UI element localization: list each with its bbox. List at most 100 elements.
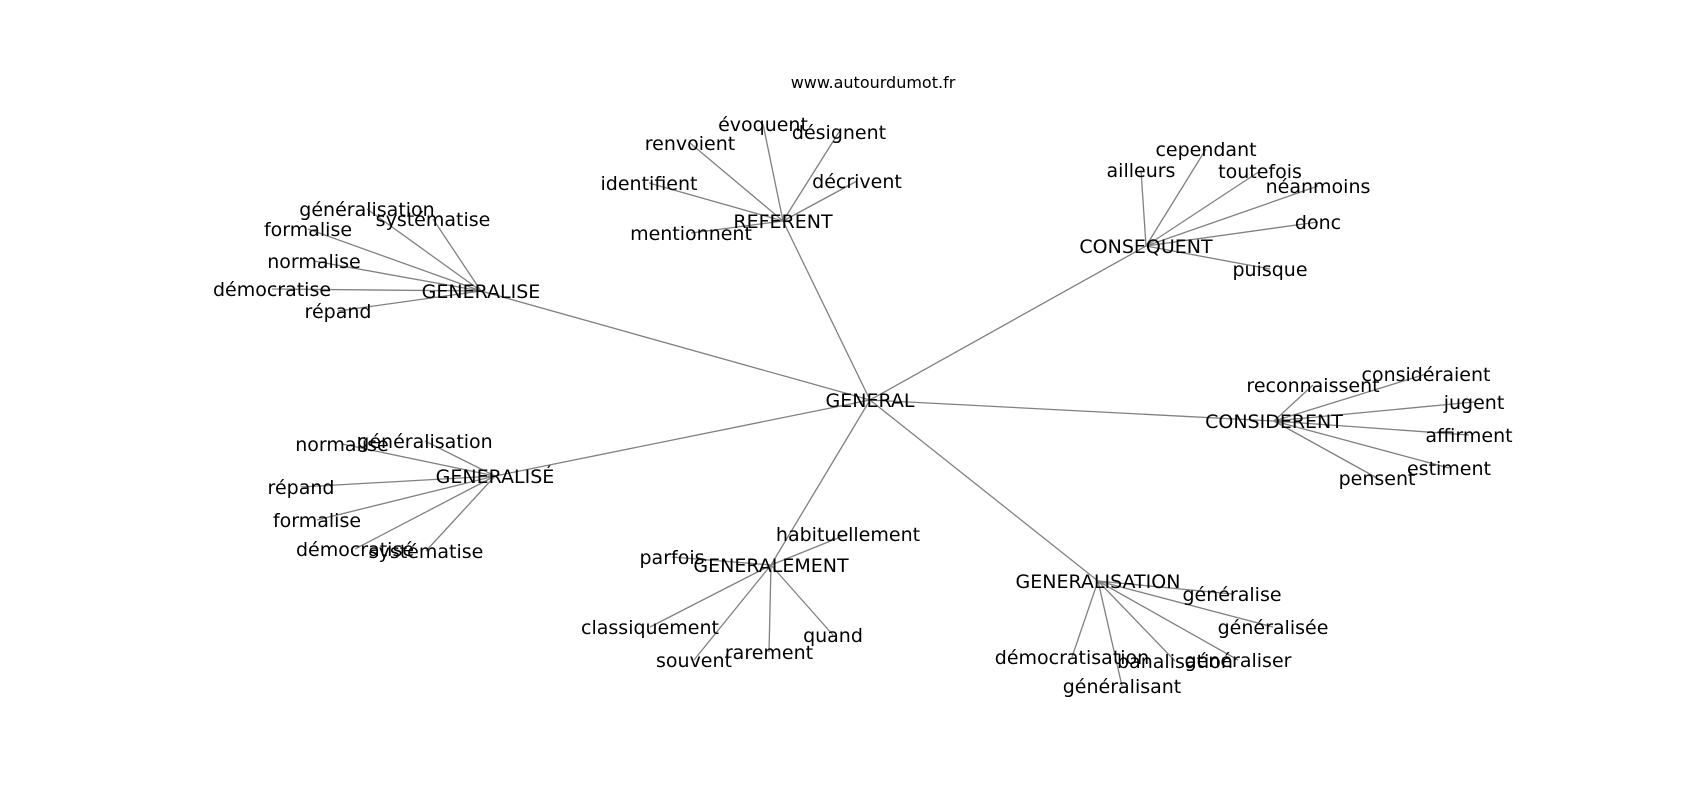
edge-consequent-leaf [1145, 148, 1207, 247]
edge-center-consequent [869, 245, 1147, 401]
edge-generalise_acc-leaf [354, 475, 496, 550]
leaf-node-label[interactable]: généralisée [1218, 617, 1329, 639]
edge-referent-leaf [689, 142, 784, 222]
leaf-node-label[interactable]: mentionnent [630, 223, 752, 245]
edge-generalise_acc-leaf [300, 475, 496, 488]
edge-consequent-leaf [1140, 169, 1147, 247]
leaf-node-label[interactable]: formalise [273, 510, 361, 532]
leaf-node-label[interactable]: généralisation [357, 431, 492, 453]
leaf-node-label[interactable]: répand [268, 477, 335, 499]
edge-center-referent [782, 220, 871, 401]
edge-referent-leaf [648, 182, 784, 222]
edge-center-generalisation [869, 399, 1099, 582]
edge-generalisation-leaf [1097, 580, 1123, 687]
edge-considerent-leaf [1273, 373, 1427, 422]
leaf-node-label[interactable]: formalise [264, 219, 352, 241]
leaf-node-label[interactable]: généraliser [1185, 650, 1292, 672]
edge-center-generalement [770, 399, 871, 566]
source-label: www.autourdumot.fr [791, 73, 956, 92]
leaf-node-label[interactable]: estiment [1407, 458, 1491, 480]
edge-considerent-leaf [1273, 384, 1314, 422]
leaf-node-label[interactable]: normalise [267, 251, 360, 273]
edge-referent-leaf [782, 131, 840, 222]
leaf-node-label[interactable]: décrivent [812, 171, 902, 193]
edge-generalement-leaf [649, 564, 772, 628]
edge-generalise-leaf [366, 208, 482, 292]
leaf-node-label[interactable]: classiquement [581, 617, 719, 639]
edge-generalisation-leaf [1097, 580, 1176, 662]
leaf-node-label[interactable]: banalisation [1117, 651, 1233, 673]
leaf-node-label[interactable]: considéraient [1362, 364, 1491, 386]
hub-node-label[interactable]: CONSIDERENT [1205, 411, 1343, 433]
edge-consequent-leaf [1145, 170, 1261, 247]
edge-considerent-leaf [1273, 401, 1475, 422]
leaf-node-label[interactable]: généralisant [1063, 676, 1182, 698]
edge-generalement-leaf [693, 564, 772, 661]
hub-node-label[interactable]: GENERALISÉ [436, 465, 555, 488]
hub-node-label[interactable]: GENERALISATION [1016, 571, 1181, 593]
leaf-node-label[interactable]: reconnaissent [1246, 375, 1379, 397]
leaf-node-label[interactable]: systématise [369, 541, 484, 563]
hub-node-label[interactable]: REFERENT [733, 211, 833, 233]
edge-generalise_acc-leaf [316, 475, 496, 521]
edge-generalement-leaf [671, 556, 772, 566]
edge-center-considerent [869, 399, 1275, 422]
leaf-node-label[interactable]: toutefois [1218, 161, 1302, 183]
edge-generalisation-leaf [1097, 580, 1274, 628]
leaf-node-label[interactable]: cependant [1155, 139, 1256, 161]
hub-node-label[interactable]: GENERALISE [422, 281, 541, 303]
edge-considerent-leaf [1273, 420, 1470, 436]
leaf-node-label[interactable]: rarement [725, 642, 813, 664]
edge-generalement-leaf [770, 533, 849, 566]
edge-generalise_acc-leaf [424, 440, 496, 477]
edge-center-generalise [480, 290, 871, 401]
leaf-node-label[interactable]: parfois [639, 547, 704, 569]
edge-generalise_acc-leaf [341, 443, 496, 477]
center-node-label[interactable]: GENERAL [826, 390, 915, 412]
leaf-node-label[interactable]: démocratise [213, 279, 331, 301]
leaf-node-label[interactable]: souvent [656, 650, 732, 672]
leaf-node-label[interactable]: néanmoins [1266, 176, 1371, 198]
edge-generalement-leaf [770, 564, 834, 636]
leaf-node-label[interactable]: généralisation [299, 199, 434, 221]
leaf-node-label[interactable]: évoquent [718, 114, 808, 136]
edge-considerent-leaf [1273, 420, 1378, 479]
leaf-node-label[interactable]: quand [803, 625, 863, 647]
edge-generalement-leaf [768, 564, 772, 653]
edge-generalisation-leaf [1097, 580, 1233, 595]
leaf-node-label[interactable]: systématise [376, 209, 491, 231]
leaf-node-label[interactable]: jugent [1443, 392, 1505, 414]
edge-consequent-leaf [1145, 221, 1319, 247]
hub-node-label[interactable]: GENERALEMENT [693, 555, 849, 577]
edge-generalise-leaf [313, 260, 482, 292]
edge-considerent-leaf [1273, 420, 1450, 469]
edge-referent-leaf [690, 220, 784, 234]
leaf-node-label[interactable]: habituellement [776, 524, 920, 546]
edge-generalise-leaf [307, 228, 482, 292]
leaf-node-label[interactable]: affirment [1425, 425, 1512, 447]
edges-layer [271, 123, 1475, 687]
edge-generalisation-leaf [1097, 580, 1239, 661]
leaf-node-label[interactable]: pensent [1339, 468, 1416, 490]
edge-consequent-leaf [1145, 185, 1319, 247]
edge-generalise_acc-leaf [425, 475, 496, 552]
edge-referent-leaf [762, 123, 784, 222]
edge-center-generalise_acc [494, 399, 871, 477]
leaf-node-label[interactable]: désignent [792, 122, 886, 144]
leaf-node-label[interactable]: répand [305, 301, 372, 323]
leaf-node-label[interactable]: ailleurs [1107, 160, 1176, 182]
leaf-node-label[interactable]: identifient [601, 173, 698, 195]
leaf-node-label[interactable]: normalise [295, 434, 388, 456]
leaf-node-label[interactable]: généralise [1182, 584, 1281, 606]
leaf-node-label[interactable]: démocratisé [296, 539, 414, 561]
leaf-node-label[interactable]: puisque [1232, 259, 1307, 281]
edge-consequent-leaf [1145, 245, 1271, 270]
edge-generalise-leaf [432, 218, 482, 292]
leaf-node-label[interactable]: démocratisation [995, 647, 1149, 669]
edge-generalise-leaf [271, 288, 482, 292]
hub-node-label[interactable]: CONSEQUENT [1079, 236, 1213, 258]
leaf-node-label[interactable]: renvoient [645, 133, 735, 155]
leaf-node-label[interactable]: donc [1295, 212, 1341, 234]
